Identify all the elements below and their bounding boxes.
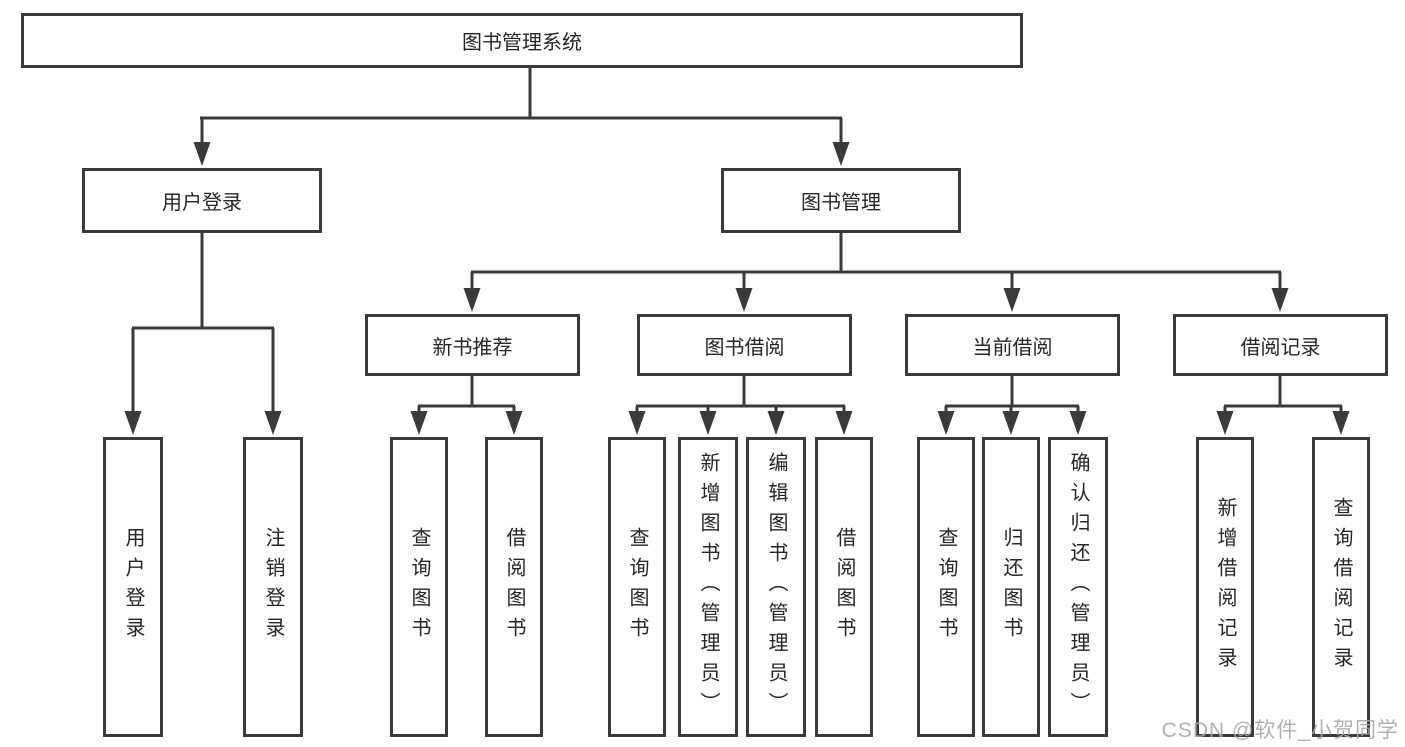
node-book-borrowing: 图书借阅: [637, 314, 852, 376]
node-borrowing-records: 借阅记录: [1173, 314, 1388, 376]
node-label: 查询图书: [935, 527, 957, 647]
node-query-borrow-record: 查询借阅记录: [1312, 437, 1370, 737]
node-label: 借阅图书: [833, 527, 855, 647]
node-query-book: 查询图书: [917, 437, 975, 737]
node-book-management: 图书管理: [721, 168, 961, 233]
node-label: 借阅图书: [503, 527, 525, 647]
node-label: 编辑图书（管理员）: [765, 452, 787, 722]
node-user-login: 用户登录: [82, 168, 322, 233]
node-label: 用户登录: [122, 527, 144, 647]
node-library-management-system: 图书管理系统: [21, 13, 1023, 68]
node-borrow-book: 借阅图书: [815, 437, 873, 737]
node-label: 查询图书: [408, 527, 430, 647]
node-borrow-book: 借阅图书: [485, 437, 543, 737]
node-user-login-leaf: 用户登录: [103, 437, 163, 737]
node-label: 注销登录: [262, 527, 284, 647]
node-label: 新增图书（管理员）: [697, 452, 719, 722]
csdn-watermark: CSDN @软件_小贺同学: [1161, 719, 1399, 742]
node-add-borrow-record: 新增借阅记录: [1196, 437, 1254, 737]
node-label: 归还图书: [1000, 527, 1022, 647]
node-logout-leaf: 注销登录: [243, 437, 303, 737]
node-return-book: 归还图书: [982, 437, 1040, 737]
node-edit-book-admin: 编辑图书（管理员）: [746, 437, 806, 737]
node-query-book: 查询图书: [608, 437, 666, 737]
node-label: 确认归还（管理员）: [1067, 452, 1089, 722]
node-new-book-recommend: 新书推荐: [365, 314, 580, 376]
node-label: 查询借阅记录: [1330, 497, 1352, 677]
node-add-book-admin: 新增图书（管理员）: [678, 437, 738, 737]
connector-lines: [131, 68, 1343, 415]
node-label: 查询图书: [626, 527, 648, 647]
node-label: 新增借阅记录: [1214, 497, 1236, 677]
arrowhead-icons: [124, 142, 1350, 435]
node-current-borrowing: 当前借阅: [905, 314, 1120, 376]
node-confirm-return-admin: 确认归还（管理员）: [1048, 437, 1108, 737]
node-query-book: 查询图书: [390, 437, 448, 737]
